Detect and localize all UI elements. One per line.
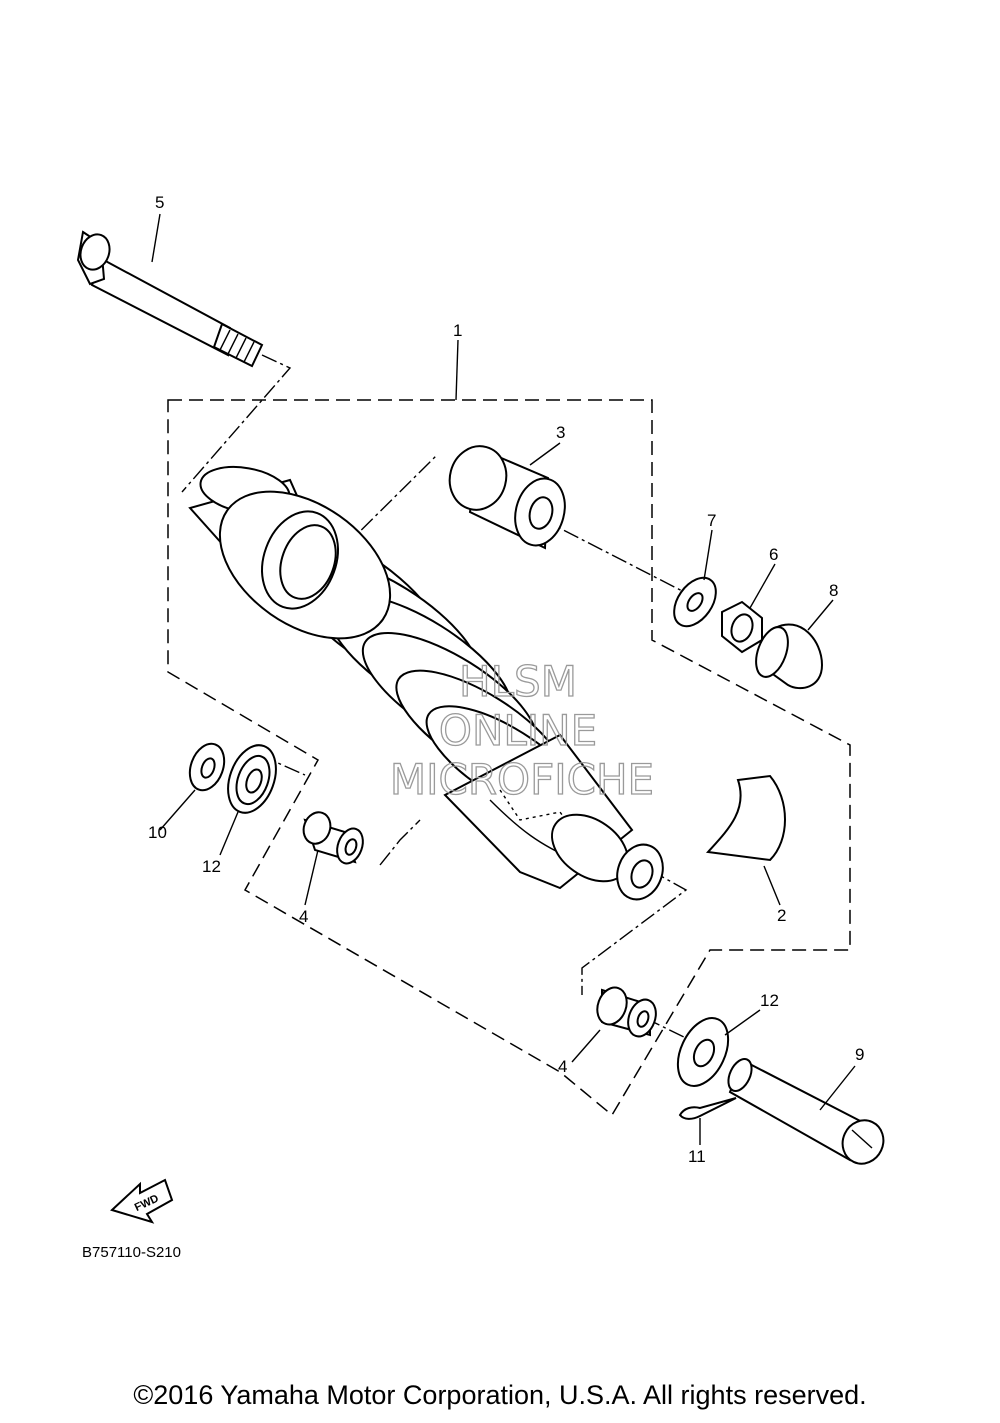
collar-part-4-upper (302, 811, 364, 865)
copyright-footer: ©2016 Yamaha Motor Corporation, U.S.A. A… (133, 1380, 867, 1410)
callout-8: 8 (829, 581, 838, 600)
bolt-part (76, 230, 264, 368)
shock-absorber-part (188, 465, 664, 901)
callout-7: 7 (707, 511, 716, 530)
callout-12-lower: 12 (760, 991, 779, 1010)
shock-assembly-outline (167, 399, 851, 1117)
callout-10: 10 (148, 823, 167, 842)
callout-4-upper: 4 (299, 907, 308, 926)
collar-part (448, 445, 566, 550)
callout-6: 6 (769, 545, 778, 564)
watermark-line-1: HLSM (459, 657, 577, 706)
watermark-line-3: MICROFICHE (390, 755, 654, 804)
washer-part-10 (188, 742, 226, 792)
callout-4-lower: 4 (558, 1057, 567, 1076)
callout-3: 3 (556, 423, 565, 442)
drawing-code: B757110-S210 (82, 1244, 181, 1261)
collar-part-4-lower (596, 986, 657, 1038)
seal-part-12-lower (676, 1017, 730, 1087)
seal-part-12-upper (227, 744, 277, 814)
nut-part (721, 600, 763, 654)
callout-2: 2 (777, 906, 786, 925)
callout-5: 5 (155, 193, 164, 212)
callout-1: 1 (453, 321, 462, 340)
washer-part-7 (673, 576, 717, 628)
cover-part (705, 774, 786, 862)
callout-11: 11 (688, 1147, 706, 1166)
watermark-line-2: ONLINE (439, 706, 597, 755)
fwd-arrow-icon: FWD (110, 1178, 174, 1224)
callout-9: 9 (855, 1045, 864, 1064)
cotter-pin-part (678, 1097, 737, 1120)
callout-12-upper: 12 (202, 857, 221, 876)
cap-part (755, 623, 824, 690)
pin-part (727, 1058, 885, 1165)
